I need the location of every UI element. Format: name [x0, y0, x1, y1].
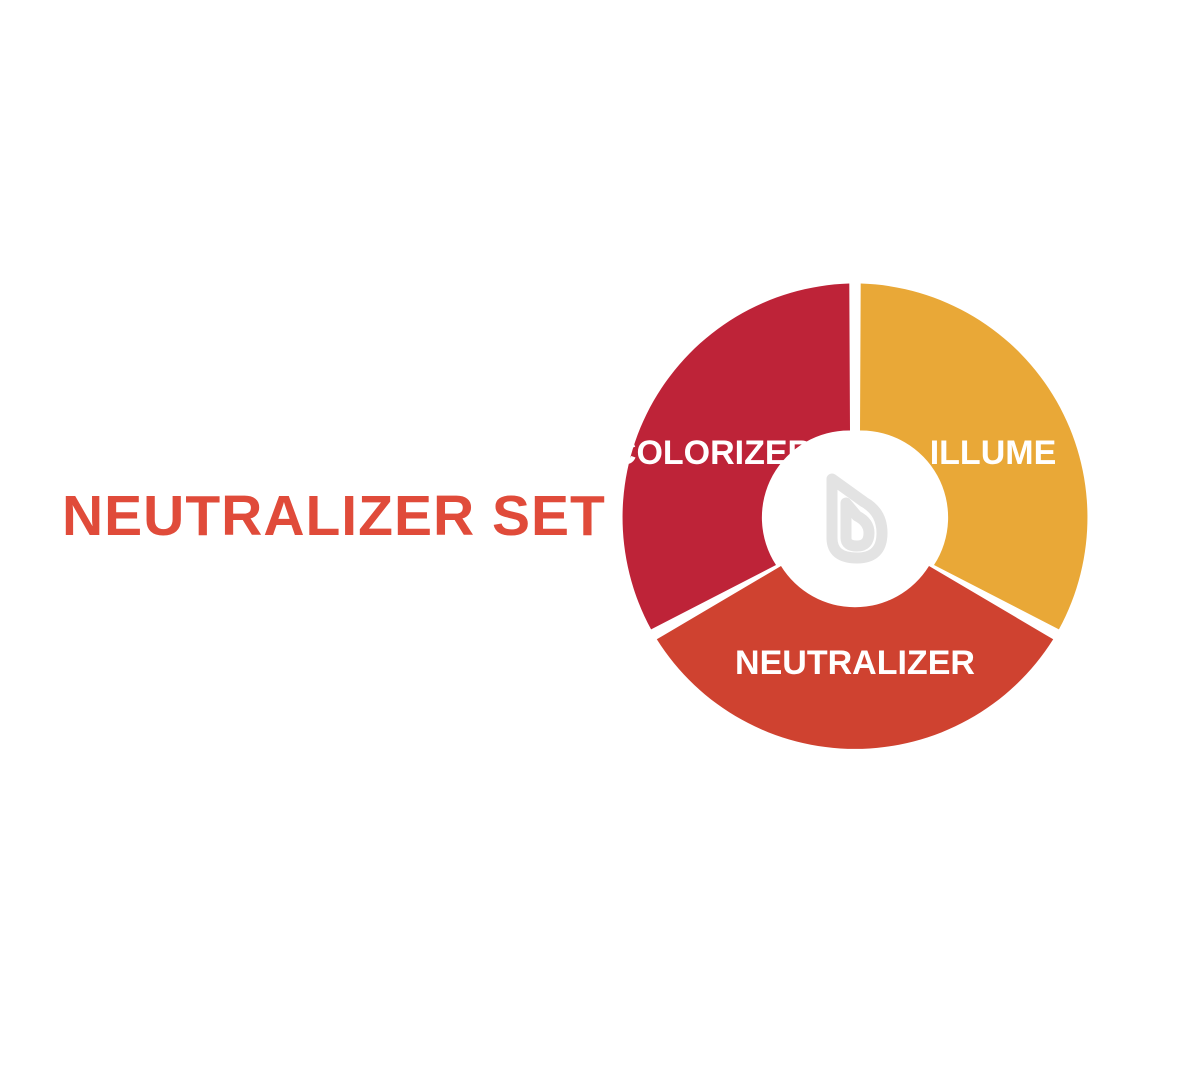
segment-colorizer	[622, 283, 850, 630]
drop-logo-icon	[826, 473, 888, 564]
segment-label-illume: ILLUME	[930, 434, 1057, 472]
segment-neutralizer	[656, 566, 1054, 749]
segment-label-colorizer: COLORIZER	[612, 434, 812, 472]
drop-logo-outer	[826, 473, 888, 564]
segment-illume	[860, 283, 1088, 630]
segment-label-neutralizer: NEUTRALIZER	[735, 644, 975, 682]
drop-logo-inner	[840, 497, 875, 552]
page-title: NEUTRALIZER SET	[62, 484, 606, 548]
wheel-segments	[622, 283, 1088, 749]
